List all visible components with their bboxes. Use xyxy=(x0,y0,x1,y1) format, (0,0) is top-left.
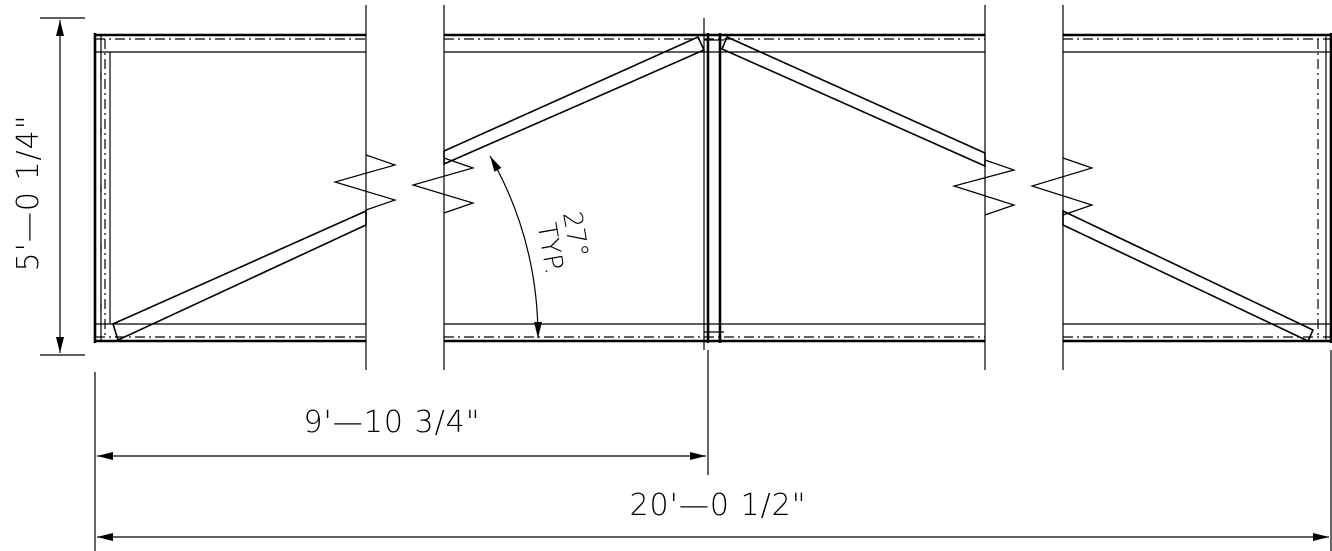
diagonal-braces xyxy=(112,35,1315,343)
overall-width-label: 20'—0 1/2" xyxy=(629,488,806,523)
angle-dimension: 27° TYP. xyxy=(489,155,594,339)
right-end-post xyxy=(1317,33,1332,343)
top-chord xyxy=(95,33,1332,53)
panel-width-label: 9'—10 3/4" xyxy=(303,405,480,440)
center-post xyxy=(703,18,724,350)
extension-lines xyxy=(94,350,1332,551)
height-dimension-label: 5'—0 1/4" xyxy=(11,114,46,271)
left-end-post xyxy=(93,33,111,343)
panel-width-dimension: 9'—10 3/4" xyxy=(97,405,706,460)
height-dimension: 5'—0 1/4" xyxy=(11,17,85,356)
break-lines xyxy=(332,5,1094,370)
overall-width-dimension: 20'—0 1/2" xyxy=(97,488,1329,541)
